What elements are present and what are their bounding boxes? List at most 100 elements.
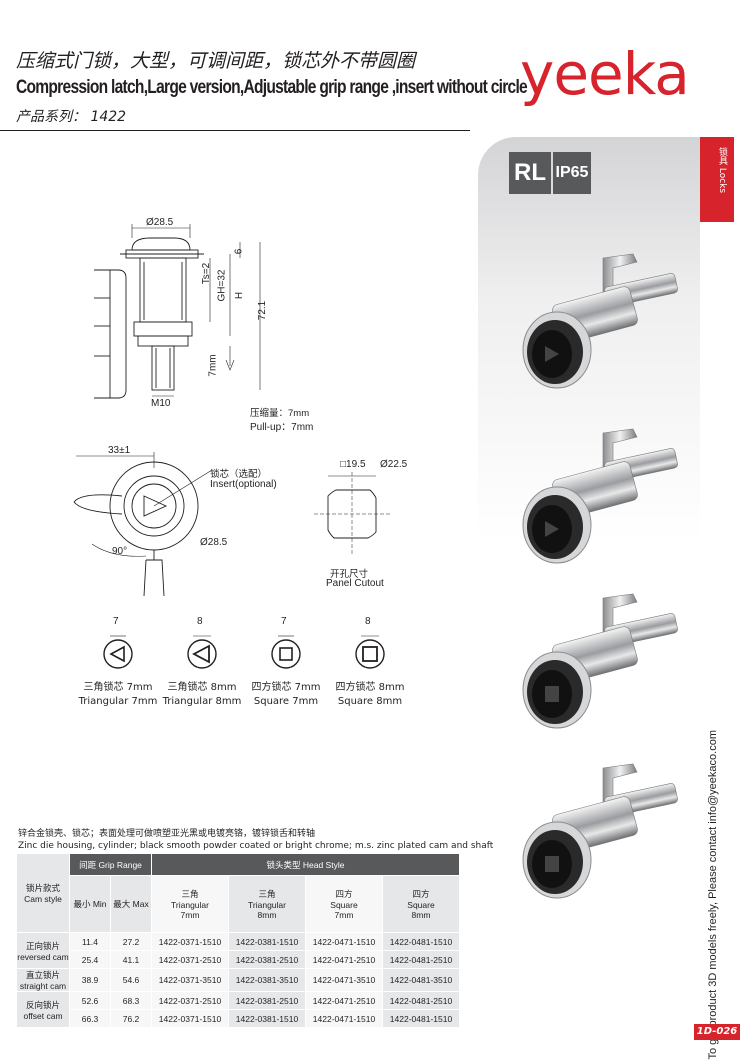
max-cell: 41.1 [110, 950, 152, 969]
grip-range-header: 间距 Grip Range [69, 853, 152, 876]
material-notes: 锌合金锁壳、锁芯；表面处理可做喷塑亚光黑或电镀亮铬，镀锌锁舌和转轴 Zinc d… [18, 828, 493, 852]
min-cell: 25.4 [69, 950, 111, 969]
insert-en: Triangular 8mm [162, 696, 242, 707]
title-chinese: 压缩式门锁，大型，可调间距，锁芯外不带圆圈 [16, 50, 416, 72]
insert-cn: 四方锁芯 8mm [335, 682, 405, 693]
code-cell: 1422-0371-1510 [151, 1009, 229, 1028]
notes-en: Zinc die housing, cylinder; black smooth… [18, 841, 494, 851]
dim-33: 33±1 [108, 445, 131, 456]
latch-photo-3 [522, 593, 678, 729]
insert-en: Square 8mm [337, 696, 403, 707]
triangle-icon [187, 635, 217, 669]
page-code: 1D-026 [694, 1024, 740, 1040]
rl-badge: RL [509, 152, 551, 194]
table-row: 25.4 41.1 1422-0371-2510 1422-0381-2510 … [17, 950, 460, 969]
max-cell: 54.6 [110, 968, 152, 992]
table-row: 66.3 76.2 1422-0371-1510 1422-0381-1510 … [17, 1009, 460, 1028]
insert-en: Triangular 7mm [78, 696, 158, 707]
category-tab [700, 137, 734, 222]
latch-photo-4 [522, 763, 678, 899]
dim-72-1: 72.1 [257, 300, 269, 321]
insert-cn: 三角锁芯 8mm [167, 682, 237, 693]
code-cell: 1422-0381-2510 [228, 991, 306, 1010]
insert-cn: 四方锁芯 7mm [251, 682, 321, 693]
min-cell: 66.3 [69, 1009, 111, 1028]
cutout-label-cn: 开孔尺寸 [330, 569, 369, 580]
side-view-drawing [94, 224, 261, 399]
dim-diameter-28-5: Ø28.5 [146, 217, 174, 228]
min-cell: 11.4 [69, 932, 111, 951]
insert-size: 7 [281, 616, 287, 627]
latch-photo-2 [522, 428, 678, 564]
max-cell: 76.2 [110, 1009, 152, 1028]
title-english: Compression latch,Large version,Adjustab… [16, 77, 528, 98]
code-cell: 1422-0371-2510 [151, 991, 229, 1010]
code-cell: 1422-0471-1510 [305, 1009, 383, 1028]
code-cell: 1422-0481-1510 [382, 1009, 460, 1028]
code-cell: 1422-0481-2510 [382, 950, 460, 969]
product-series: 产品系列： 1422 [16, 109, 127, 125]
code-cell: 1422-0381-1510 [228, 932, 306, 951]
head-style-header: 锁头类型 Head Style [151, 853, 460, 876]
insert-cn: 三角锁芯 7mm [83, 682, 153, 693]
dim-diameter-22-5: Ø22.5 [380, 459, 408, 470]
dim-90: 90° [112, 546, 128, 557]
code-cell: 1422-0371-1510 [151, 932, 229, 951]
insert-en: Square 7mm [253, 696, 319, 707]
max-cell: 68.3 [110, 991, 152, 1010]
cutout-label-en: Panel Cutout [326, 578, 384, 589]
min-cell: 38.9 [69, 968, 111, 992]
code-cell: 1422-0371-3510 [151, 968, 229, 992]
front-view-drawing [73, 452, 213, 597]
max-cell: 27.2 [110, 932, 152, 951]
insert-size: 8 [365, 616, 371, 627]
dim-gh: GH=32 [216, 269, 228, 302]
triangle-icon [103, 635, 133, 669]
dim-h: H [234, 291, 246, 300]
dim-square-19-5: □19.5 [340, 459, 366, 470]
code-cell: 1422-0381-3510 [228, 968, 306, 992]
insert-label-cn: 锁芯（选配） [210, 469, 268, 480]
code-cell: 1422-0381-1510 [228, 1009, 306, 1028]
brand-logo: yeeka [520, 40, 690, 108]
ip65-badge: IP65 [553, 152, 591, 194]
insert-size: 7 [113, 616, 119, 627]
square-icon [355, 635, 385, 669]
max-header: 最大 Max [110, 875, 152, 933]
code-cell: 1422-0471-2510 [305, 991, 383, 1010]
code-cell: 1422-0481-1510 [382, 932, 460, 951]
dim-diameter-28-5b: Ø28.5 [200, 537, 228, 548]
insert-size: 8 [197, 616, 203, 627]
pullup-label-cn: 压缩量：7mm [250, 408, 310, 419]
code-cell: 1422-0481-3510 [382, 968, 460, 992]
dim-ts: Ts=2 [201, 262, 213, 285]
contact-text: To get product 3D models freely, Please … [707, 730, 719, 1060]
min-header: 最小 Min [69, 875, 111, 933]
square-icon [271, 635, 301, 669]
dim-pullup-7mm: 7mm [207, 354, 219, 377]
code-cell: 1422-0471-1510 [305, 932, 383, 951]
category-tab-label: 锁具 Locks [717, 147, 727, 194]
insert-label-en: Insert(optional) [210, 479, 277, 490]
code-cell: 1422-0481-2510 [382, 991, 460, 1010]
code-cell: 1422-0381-2510 [228, 950, 306, 969]
header-divider [0, 130, 470, 131]
dim-m10: M10 [151, 398, 171, 409]
code-cell: 1422-0471-3510 [305, 968, 383, 992]
latch-photo-1 [522, 253, 678, 389]
dim-6: 6 [233, 248, 245, 255]
notes-cn: 锌合金锁壳、锁芯；表面处理可做喷塑亚光黑或电镀亮铬，镀锌锁舌和转轴 [18, 829, 316, 839]
panel-cutout-drawing [314, 472, 390, 556]
code-cell: 1422-0371-2510 [151, 950, 229, 969]
